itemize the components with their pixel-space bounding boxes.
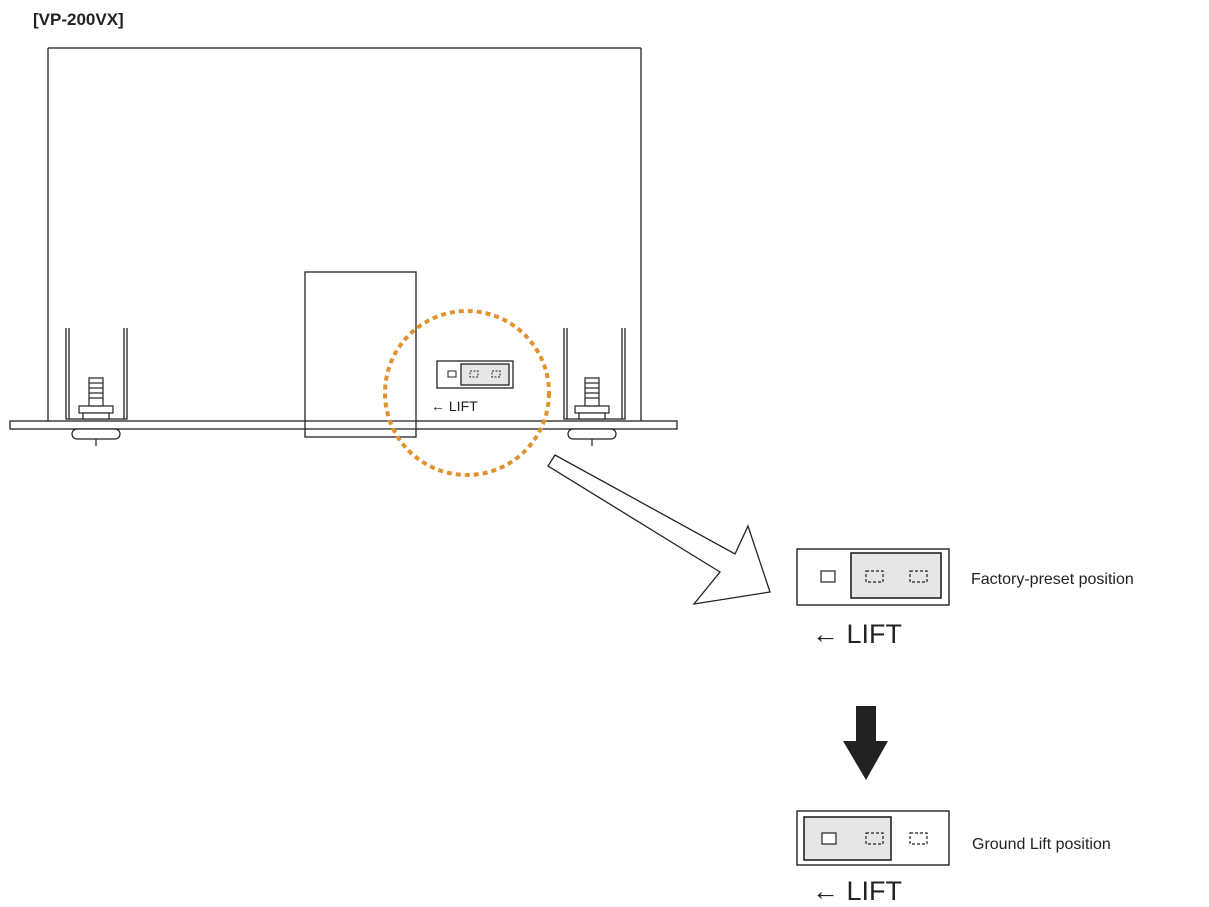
factory-preset-jumper <box>796 548 950 606</box>
highlight-circle <box>383 309 551 477</box>
chassis <box>47 47 642 421</box>
factory-preset-lift-label: ← LIFT <box>812 619 902 649</box>
ground-lift-lift-label: ← LIFT <box>812 876 902 906</box>
factory-preset-position-label: Factory-preset position <box>971 571 1134 588</box>
callout-arrow <box>547 454 771 605</box>
ground-lift-position-label: Ground Lift position <box>972 836 1111 853</box>
connector-block <box>304 271 417 438</box>
left-screw <box>71 377 121 446</box>
model-label: [VP-200VX] <box>33 10 124 29</box>
board-jumper <box>436 360 514 389</box>
right-screw <box>567 377 617 446</box>
down-arrow-icon <box>843 706 888 780</box>
board-jumper-lift-label: ← LIFT <box>431 398 478 414</box>
ground-lift-jumper <box>796 810 950 866</box>
